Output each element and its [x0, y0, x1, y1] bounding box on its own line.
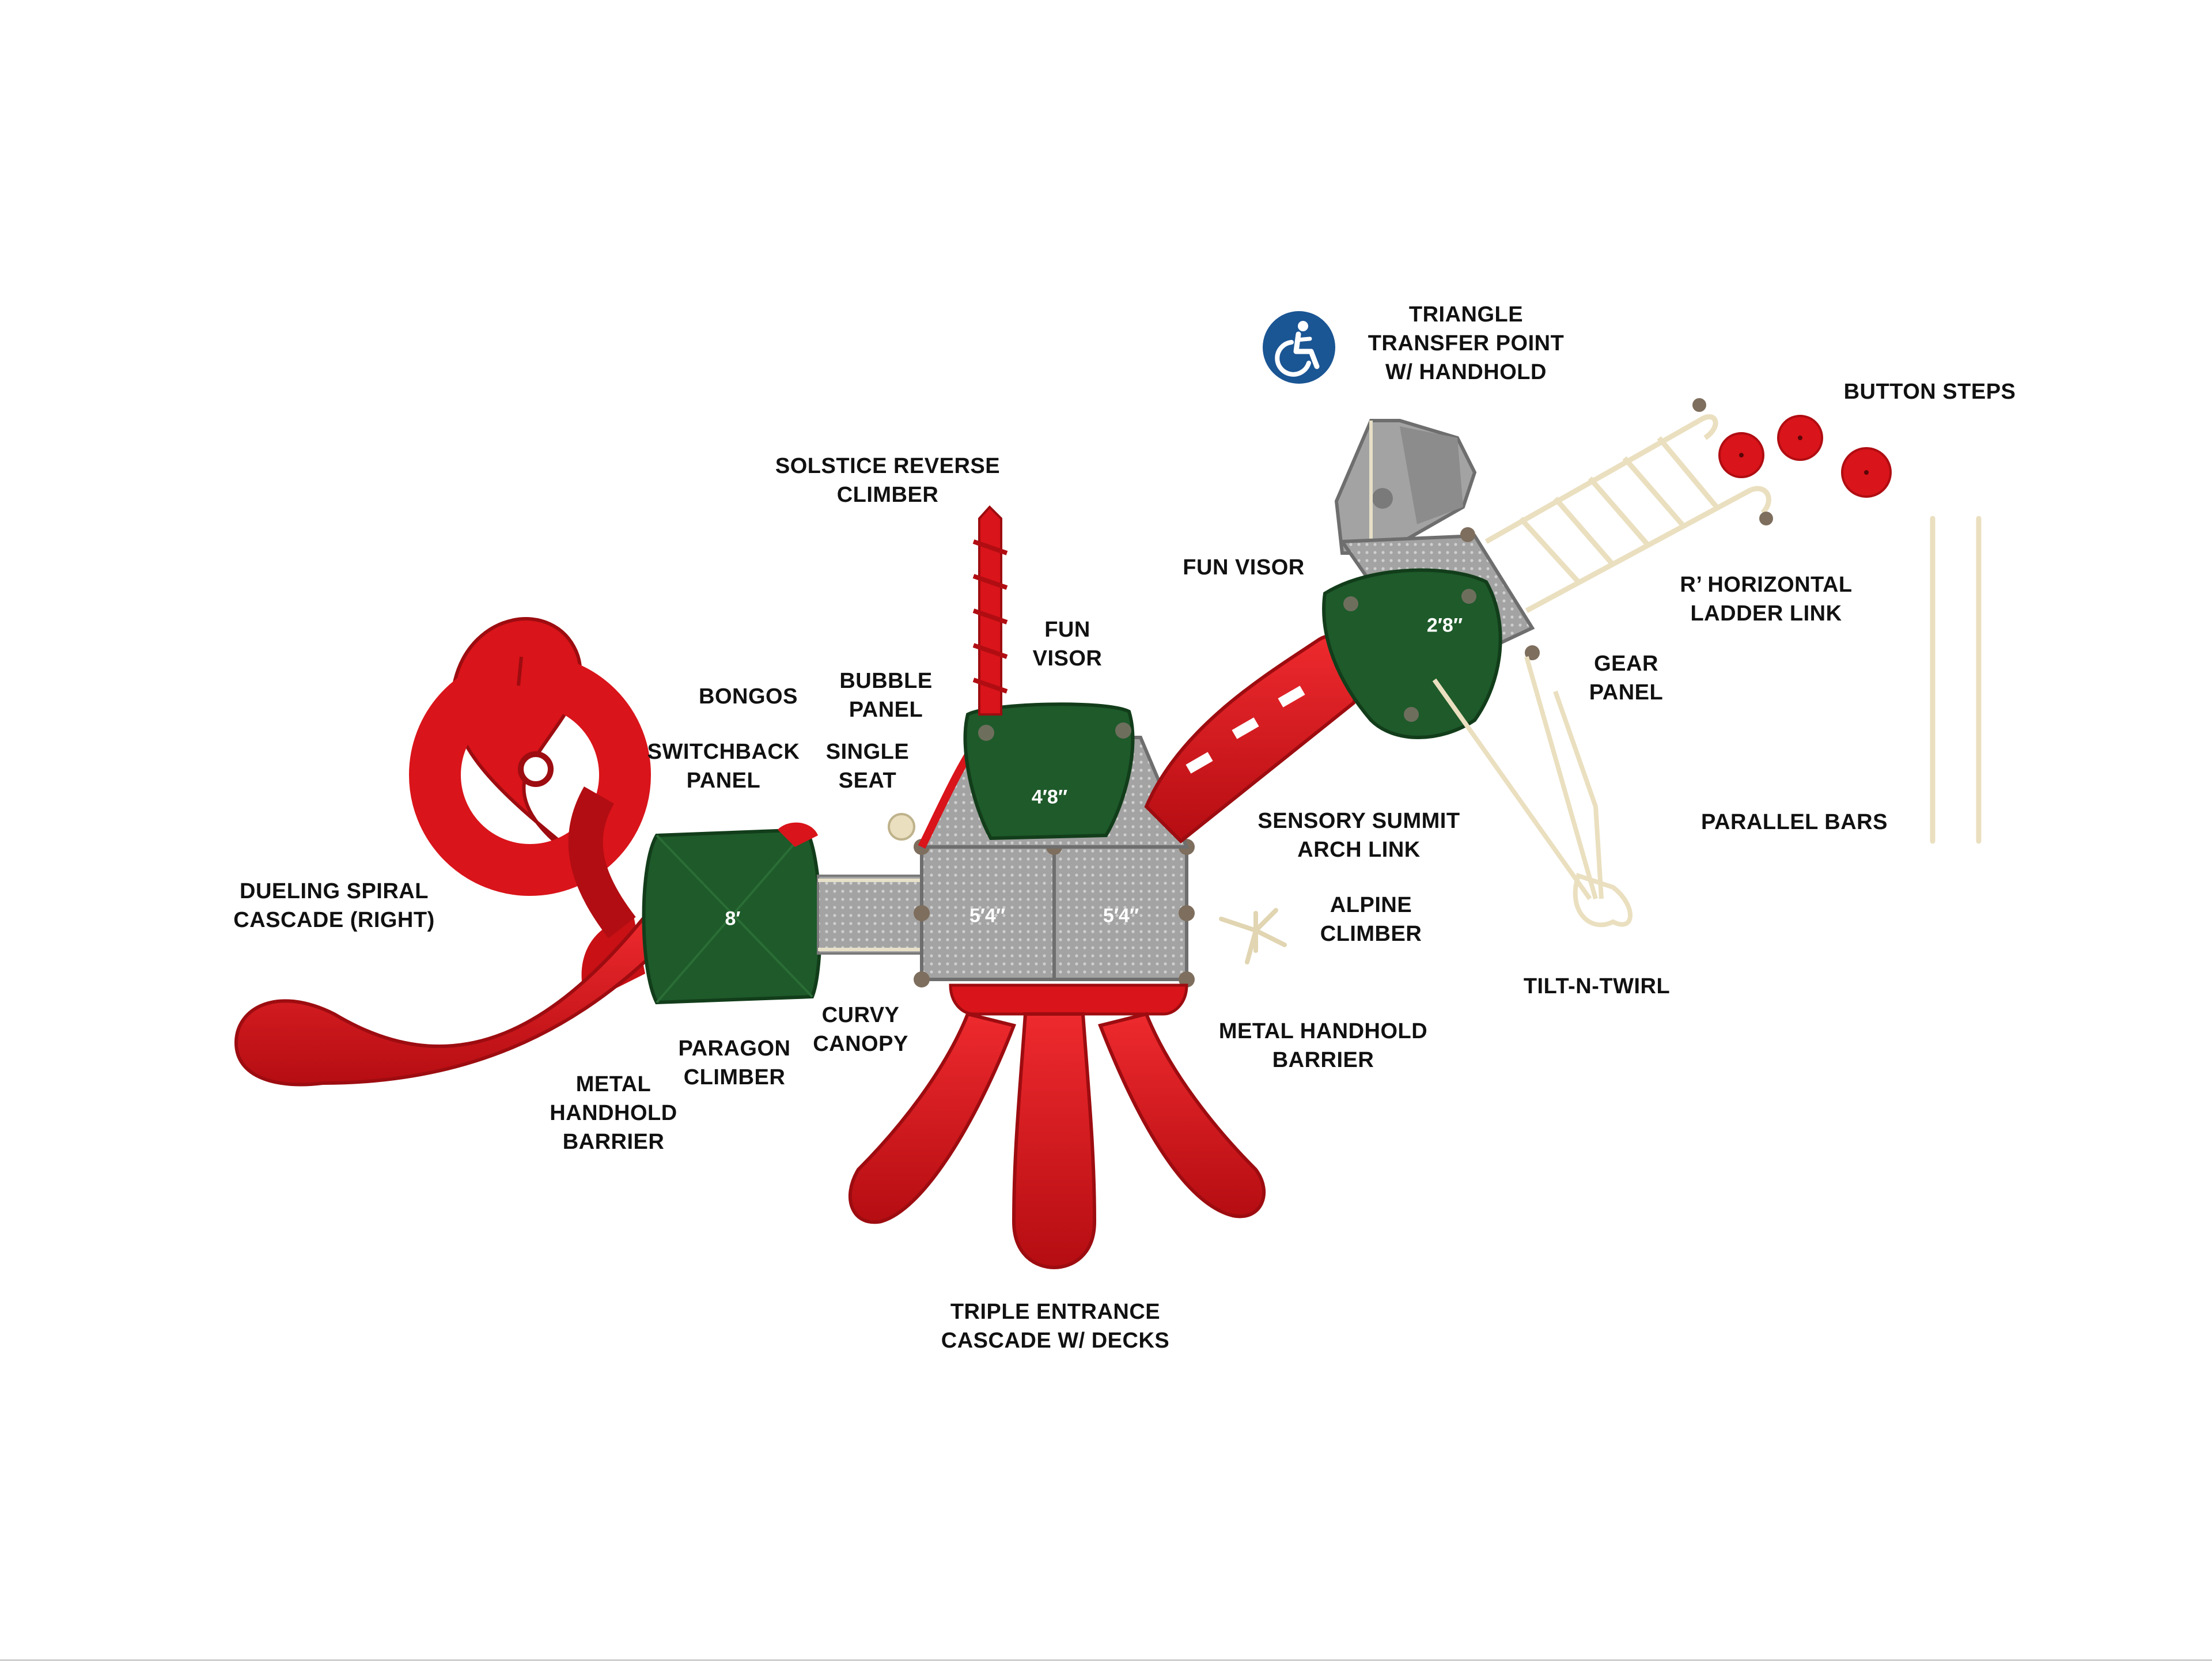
alpine-climber [1219, 908, 1287, 964]
deck-height-4-8: 4′8″ [1031, 786, 1068, 808]
horizontal-ladder-link [1484, 398, 1773, 613]
deck-5-4-double [914, 839, 1195, 987]
deck-height-5-4-left: 5′4″ [969, 905, 1006, 927]
parallel-bars [1930, 516, 1982, 844]
single-seat [888, 813, 915, 841]
deck-height-8: 8′ [725, 907, 741, 930]
fun-visor-center [963, 702, 1135, 841]
triangle-transfer-point [1334, 419, 1477, 555]
triple-entrance-cascade [848, 983, 1266, 1270]
wheelchair-accessibility-icon [1263, 311, 1335, 384]
label-tilt-n-twirl: TILT-N-TWIRL [1523, 974, 1671, 998]
label-fun-visor-upper: FUN VISOR [1183, 555, 1305, 580]
link-walkway [817, 875, 926, 955]
label-button-steps: BUTTON STEPS [1843, 380, 2016, 404]
fun-visor-upper [1322, 568, 1502, 739]
label-bongos: BONGOS [699, 684, 798, 709]
bottom-divider [0, 1659, 2212, 1661]
label-parallel-bars: PARALLEL BARS [1701, 810, 1888, 834]
button-steps [1718, 415, 1892, 498]
deck-height-5-4-right: 5′4″ [1103, 905, 1139, 927]
solstice-reverse-climber [972, 505, 1008, 716]
deck-height-2-8: 2′8″ [1426, 614, 1463, 637]
tilt-n-twirl [1432, 656, 1633, 928]
bongos [778, 822, 818, 847]
deck-8-roof [642, 827, 822, 1005]
dueling-spiral-slide [234, 617, 665, 1087]
